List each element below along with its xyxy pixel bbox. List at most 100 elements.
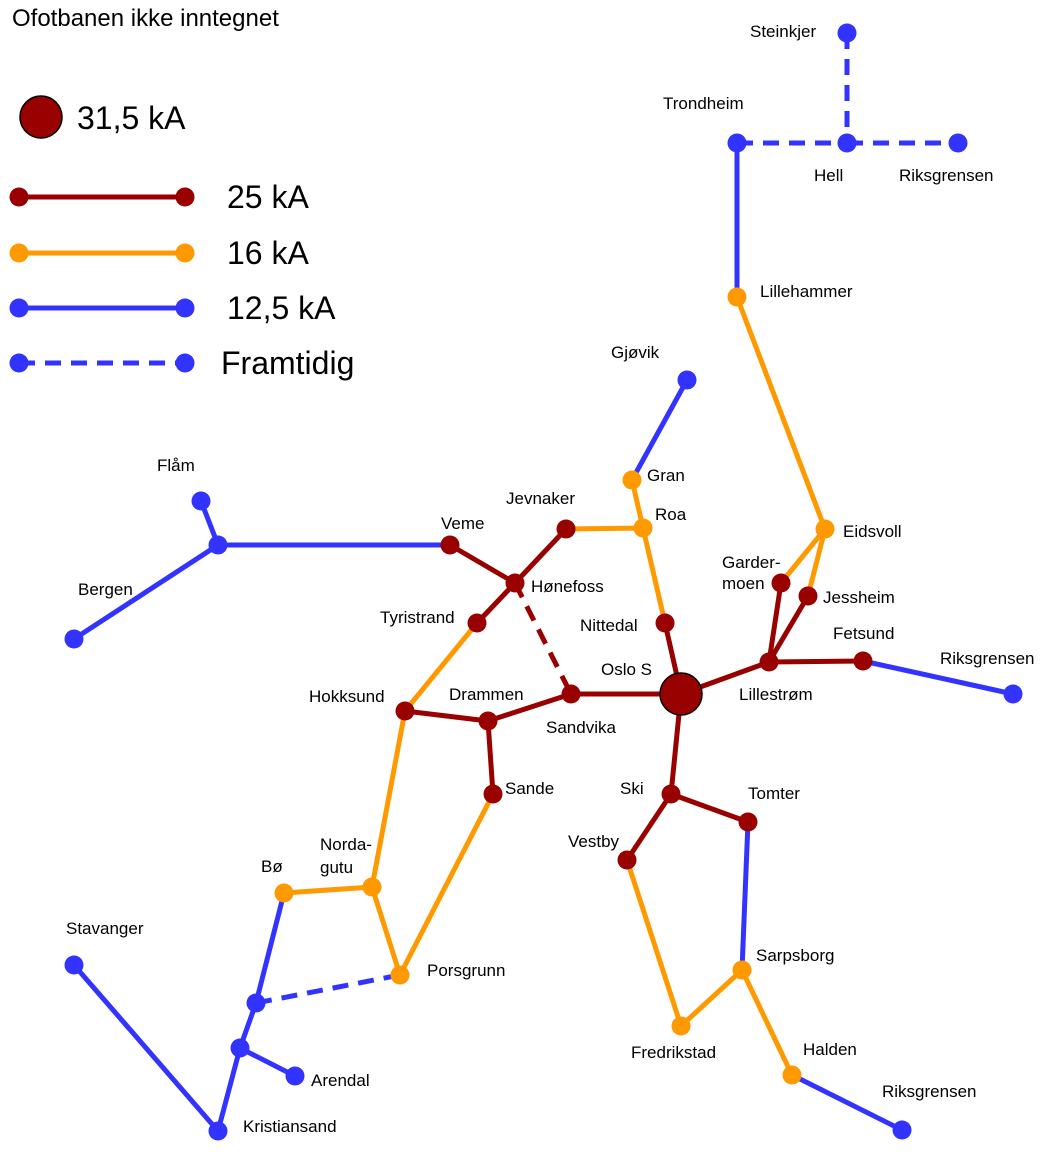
station-label-arendal: Arendal (311, 1071, 370, 1090)
station-node-junctionW (208, 535, 228, 555)
line-sandvika-drammen (487, 691, 572, 724)
line-arendal-spur (238, 1045, 297, 1079)
legend-line-future-end-dot (175, 353, 195, 373)
station-node-honefoss (505, 573, 525, 593)
station-node-arendal (285, 1066, 305, 1086)
station-node-fetsund (853, 651, 873, 671)
station-node-riksE (1003, 684, 1023, 704)
station-label-trondheim: Trondheim (663, 94, 744, 113)
station-label-tyristrand: Tyristrand (380, 608, 455, 627)
station-node-sandvika (561, 684, 581, 704)
station-label-lillehammer: Lillehammer (760, 282, 853, 301)
station-label-halden: Halden (803, 1040, 857, 1059)
station-label-hell: Hell (814, 166, 843, 185)
line-future-honefoss-sandvika (512, 581, 574, 696)
line-tyristrand-hokksund (403, 621, 479, 713)
diagram-title: Ofotbanen ikke inntegnet (12, 5, 279, 32)
station-label-sarpsborg: Sarpsborg (756, 946, 834, 965)
line-gjovik-gran (629, 378, 690, 482)
station-label-fredrikstad: Fredrikstad (631, 1043, 716, 1062)
station-label-gardermoen-2: moen (722, 574, 765, 593)
station-label-porsgrunn: Porsgrunn (427, 961, 505, 980)
station-label-gardermoen-1: Garder- (722, 553, 781, 572)
station-label-sande: Sande (505, 779, 554, 798)
line-fredrikstad-sarpsborg (679, 968, 744, 1028)
station-node-fredrikstad (671, 1016, 691, 1036)
station-node-trondheim (727, 133, 747, 153)
station-label-steinkjer: Steinkjer (750, 22, 816, 41)
line-nordagutu-porsgrunn (369, 886, 403, 976)
station-label-fetsund: Fetsund (833, 624, 894, 643)
station-label-roa: Roa (655, 505, 687, 524)
legend-line-mid-start-dot (9, 243, 29, 263)
station-node-bergen (64, 629, 84, 649)
station-label-eidsvoll: Eidsvoll (843, 522, 902, 541)
station-label-nordagutu-1: Norda- (320, 835, 372, 854)
station-node-hokksund (395, 701, 415, 721)
station-label-vestby: Vestby (568, 832, 620, 851)
station-node-flam (191, 491, 211, 511)
legend-node-marker (19, 95, 63, 139)
legend-line-future-label: Framtidig (221, 345, 354, 381)
station-node-tomter (738, 812, 758, 832)
station-node-steinkjer (837, 23, 857, 43)
station-node-kristJunc (230, 1038, 250, 1058)
legend-line-mid-end-dot (175, 243, 195, 263)
line-eidsvoll-gardermoen (779, 527, 827, 585)
legend-line-low-end-dot (175, 298, 195, 318)
station-label-gran: Gran (647, 466, 685, 485)
station-node-jevnaker (556, 519, 576, 539)
legend-line-low-label: 12,5 kA (227, 290, 336, 326)
line-lillestrom-jessheim (766, 594, 811, 664)
line-kristiansand-spur (215, 1047, 243, 1132)
line-lillehammer-eidsvoll (734, 296, 828, 530)
station-node-riksS (892, 1120, 912, 1140)
legend-line-high-start-dot (9, 187, 29, 207)
line-drammen-sande (485, 720, 496, 795)
station-node-lillehammer (727, 287, 747, 307)
line-lillestrom-fetsund (768, 658, 864, 665)
line-drammen-hokksund (404, 708, 489, 724)
line-ski-tomter (670, 791, 749, 825)
line-bergen-junction (72, 542, 220, 642)
station-label-flam: Flåm (157, 456, 195, 475)
station-node-jessheim (798, 586, 818, 606)
station-label-jevnaker: Jevnaker (506, 489, 575, 508)
station-label-lillestrom: Lillestrøm (739, 685, 813, 704)
line-ski-vestby (624, 792, 674, 862)
station-label-nittedal: Nittedal (580, 616, 638, 635)
station-label-tomter: Tomter (748, 784, 800, 803)
station-node-veme (440, 535, 460, 555)
line-hokksund-nordagutu (369, 710, 408, 888)
station-node-hell (837, 133, 857, 153)
station-label-stavanger: Stavanger (66, 919, 144, 938)
station-label-riksgrensen-n: Riksgrensen (899, 166, 994, 185)
legend-line-low-start-dot (9, 298, 29, 318)
line-vestby-fredrikstad (624, 859, 684, 1027)
station-node-bo (274, 883, 294, 903)
line-lillestrom-gardermoen (766, 582, 784, 663)
line-eidsvoll-jessheim (805, 528, 828, 597)
station-label-gjovik: Gjøvik (611, 343, 660, 362)
station-label-riksgrensen-s: Riksgrensen (882, 1082, 977, 1101)
station-node-gjovik (677, 370, 697, 390)
station-label-sandvika: Sandvika (546, 718, 616, 737)
station-node-sande (483, 784, 503, 804)
station-node-vestby (617, 850, 637, 870)
station-node-porsgrunn (390, 965, 410, 985)
line-future-porsgrunn (255, 972, 401, 1006)
legend-node-label: 31,5 kA (77, 100, 186, 136)
station-node-nittedal (655, 613, 675, 633)
line-bo-junction (253, 892, 287, 1004)
station-label-ski: Ski (620, 779, 644, 798)
station-node-kristiansand (208, 1121, 228, 1141)
station-node-gardermoen (771, 573, 791, 593)
station-node-sarpsborg (732, 960, 752, 980)
station-node-eidsvoll (815, 519, 835, 539)
station-node-oslo (659, 672, 703, 716)
station-label-nordagutu-2: gutu (320, 858, 353, 877)
station-label-bergen: Bergen (78, 580, 133, 599)
station-node-roa (633, 518, 653, 538)
line-veme-honefoss (448, 542, 517, 586)
